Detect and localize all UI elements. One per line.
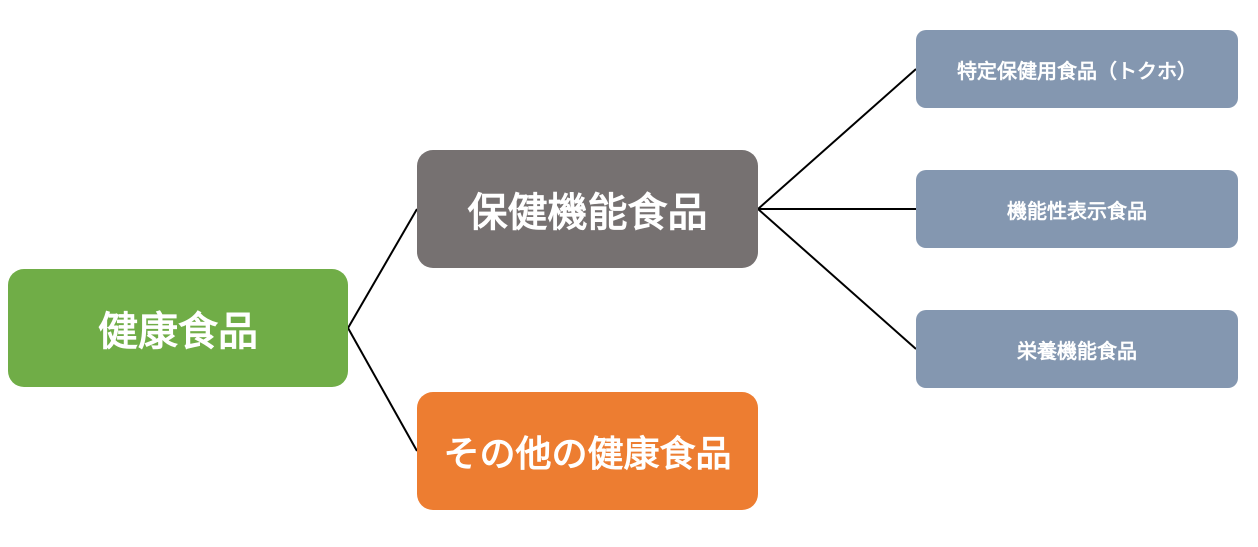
connector-root-to-hoken [347,208,418,329]
node-other-health-food: その他の健康食品 [417,392,758,510]
node-food-with-health-claims: 保健機能食品 [417,150,758,268]
node-nutrient-function-food-label: 栄養機能食品 [1017,338,1137,363]
node-tokuho: 特定保健用食品（トクホ） [916,30,1238,108]
node-tokuho-label: 特定保健用食品（トクホ） [957,58,1197,83]
node-other-health-food-label: その他の健康食品 [443,434,732,475]
node-functional-labeled-food-label: 機能性表示食品 [1007,198,1147,223]
node-health-food-label: 健康食品 [98,309,258,355]
connector-root-to-other [347,327,418,452]
node-food-with-health-claims-label: 保健機能食品 [467,190,708,236]
node-functional-labeled-food: 機能性表示食品 [916,170,1238,248]
node-nutrient-function-food: 栄養機能食品 [916,310,1238,388]
connector-hoken-to-eiyou [757,208,917,350]
node-health-food: 健康食品 [8,269,348,387]
connector-hoken-to-tokuho [757,68,917,210]
